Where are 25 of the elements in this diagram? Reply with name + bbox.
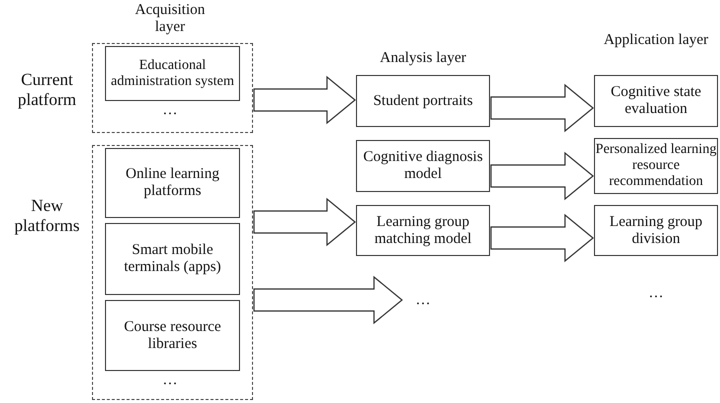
process-box: Personalized learning resource recommendation [594,138,718,194]
layer-heading: Acquisition layer [134,2,206,36]
block-arrow [253,198,356,246]
process-box: Cognitive state evaluation [594,75,718,127]
ellipsis-text: … [162,102,178,119]
block-arrow [490,214,594,262]
process-box: Student portraits [356,75,490,127]
group-heading: Current platform [16,70,78,110]
process-box: Course resource libraries [105,300,240,371]
ellipsis-text: … [403,288,443,312]
block-arrow [490,84,594,132]
layer-heading: Analysis layer [378,50,468,67]
layer-heading: Application layer [602,32,710,49]
process-box: Cognitive diagnosis model [356,140,490,192]
process-box: Educational administration system [105,46,240,101]
process-box: Learning group division [594,205,718,256]
block-arrow [253,276,403,324]
process-box: Online learning platforms [105,148,240,218]
block-arrow [490,152,594,200]
process-box: Smart mobile terminals (apps) [105,223,240,295]
ellipsis-text: … [648,285,664,302]
group-heading: New platforms [13,196,81,236]
ellipsis-text: … [162,372,178,389]
process-box: Learning group matching model [356,205,490,256]
block-arrow [253,76,356,124]
